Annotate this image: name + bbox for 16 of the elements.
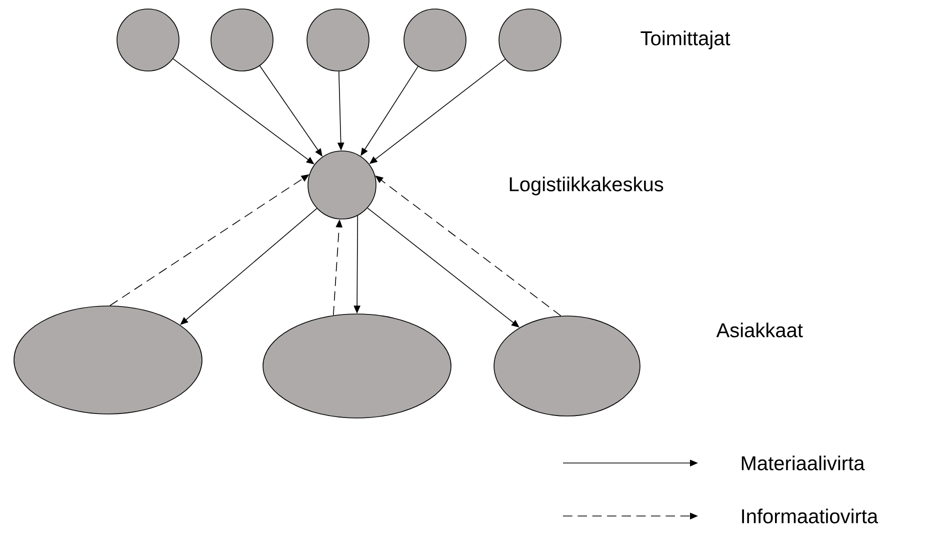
arrow (172, 58, 314, 164)
ellipse (14, 306, 202, 414)
legend-label: Materiaalivirta (742, 456, 865, 470)
circle (116, 8, 180, 72)
circle (404, 8, 466, 72)
legend-label: Informaatiovirta (742, 508, 878, 524)
circle (210, 8, 274, 72)
level-label: Toimittajat (640, 30, 730, 50)
level-label: Logistiikkakeskus (510, 176, 664, 196)
ellipse (262, 314, 452, 418)
ellipse (494, 316, 640, 416)
circle (306, 8, 370, 72)
circle (308, 150, 376, 220)
level-label: Asiakkaat (716, 322, 803, 338)
arrow (180, 208, 318, 325)
circle (498, 8, 562, 72)
